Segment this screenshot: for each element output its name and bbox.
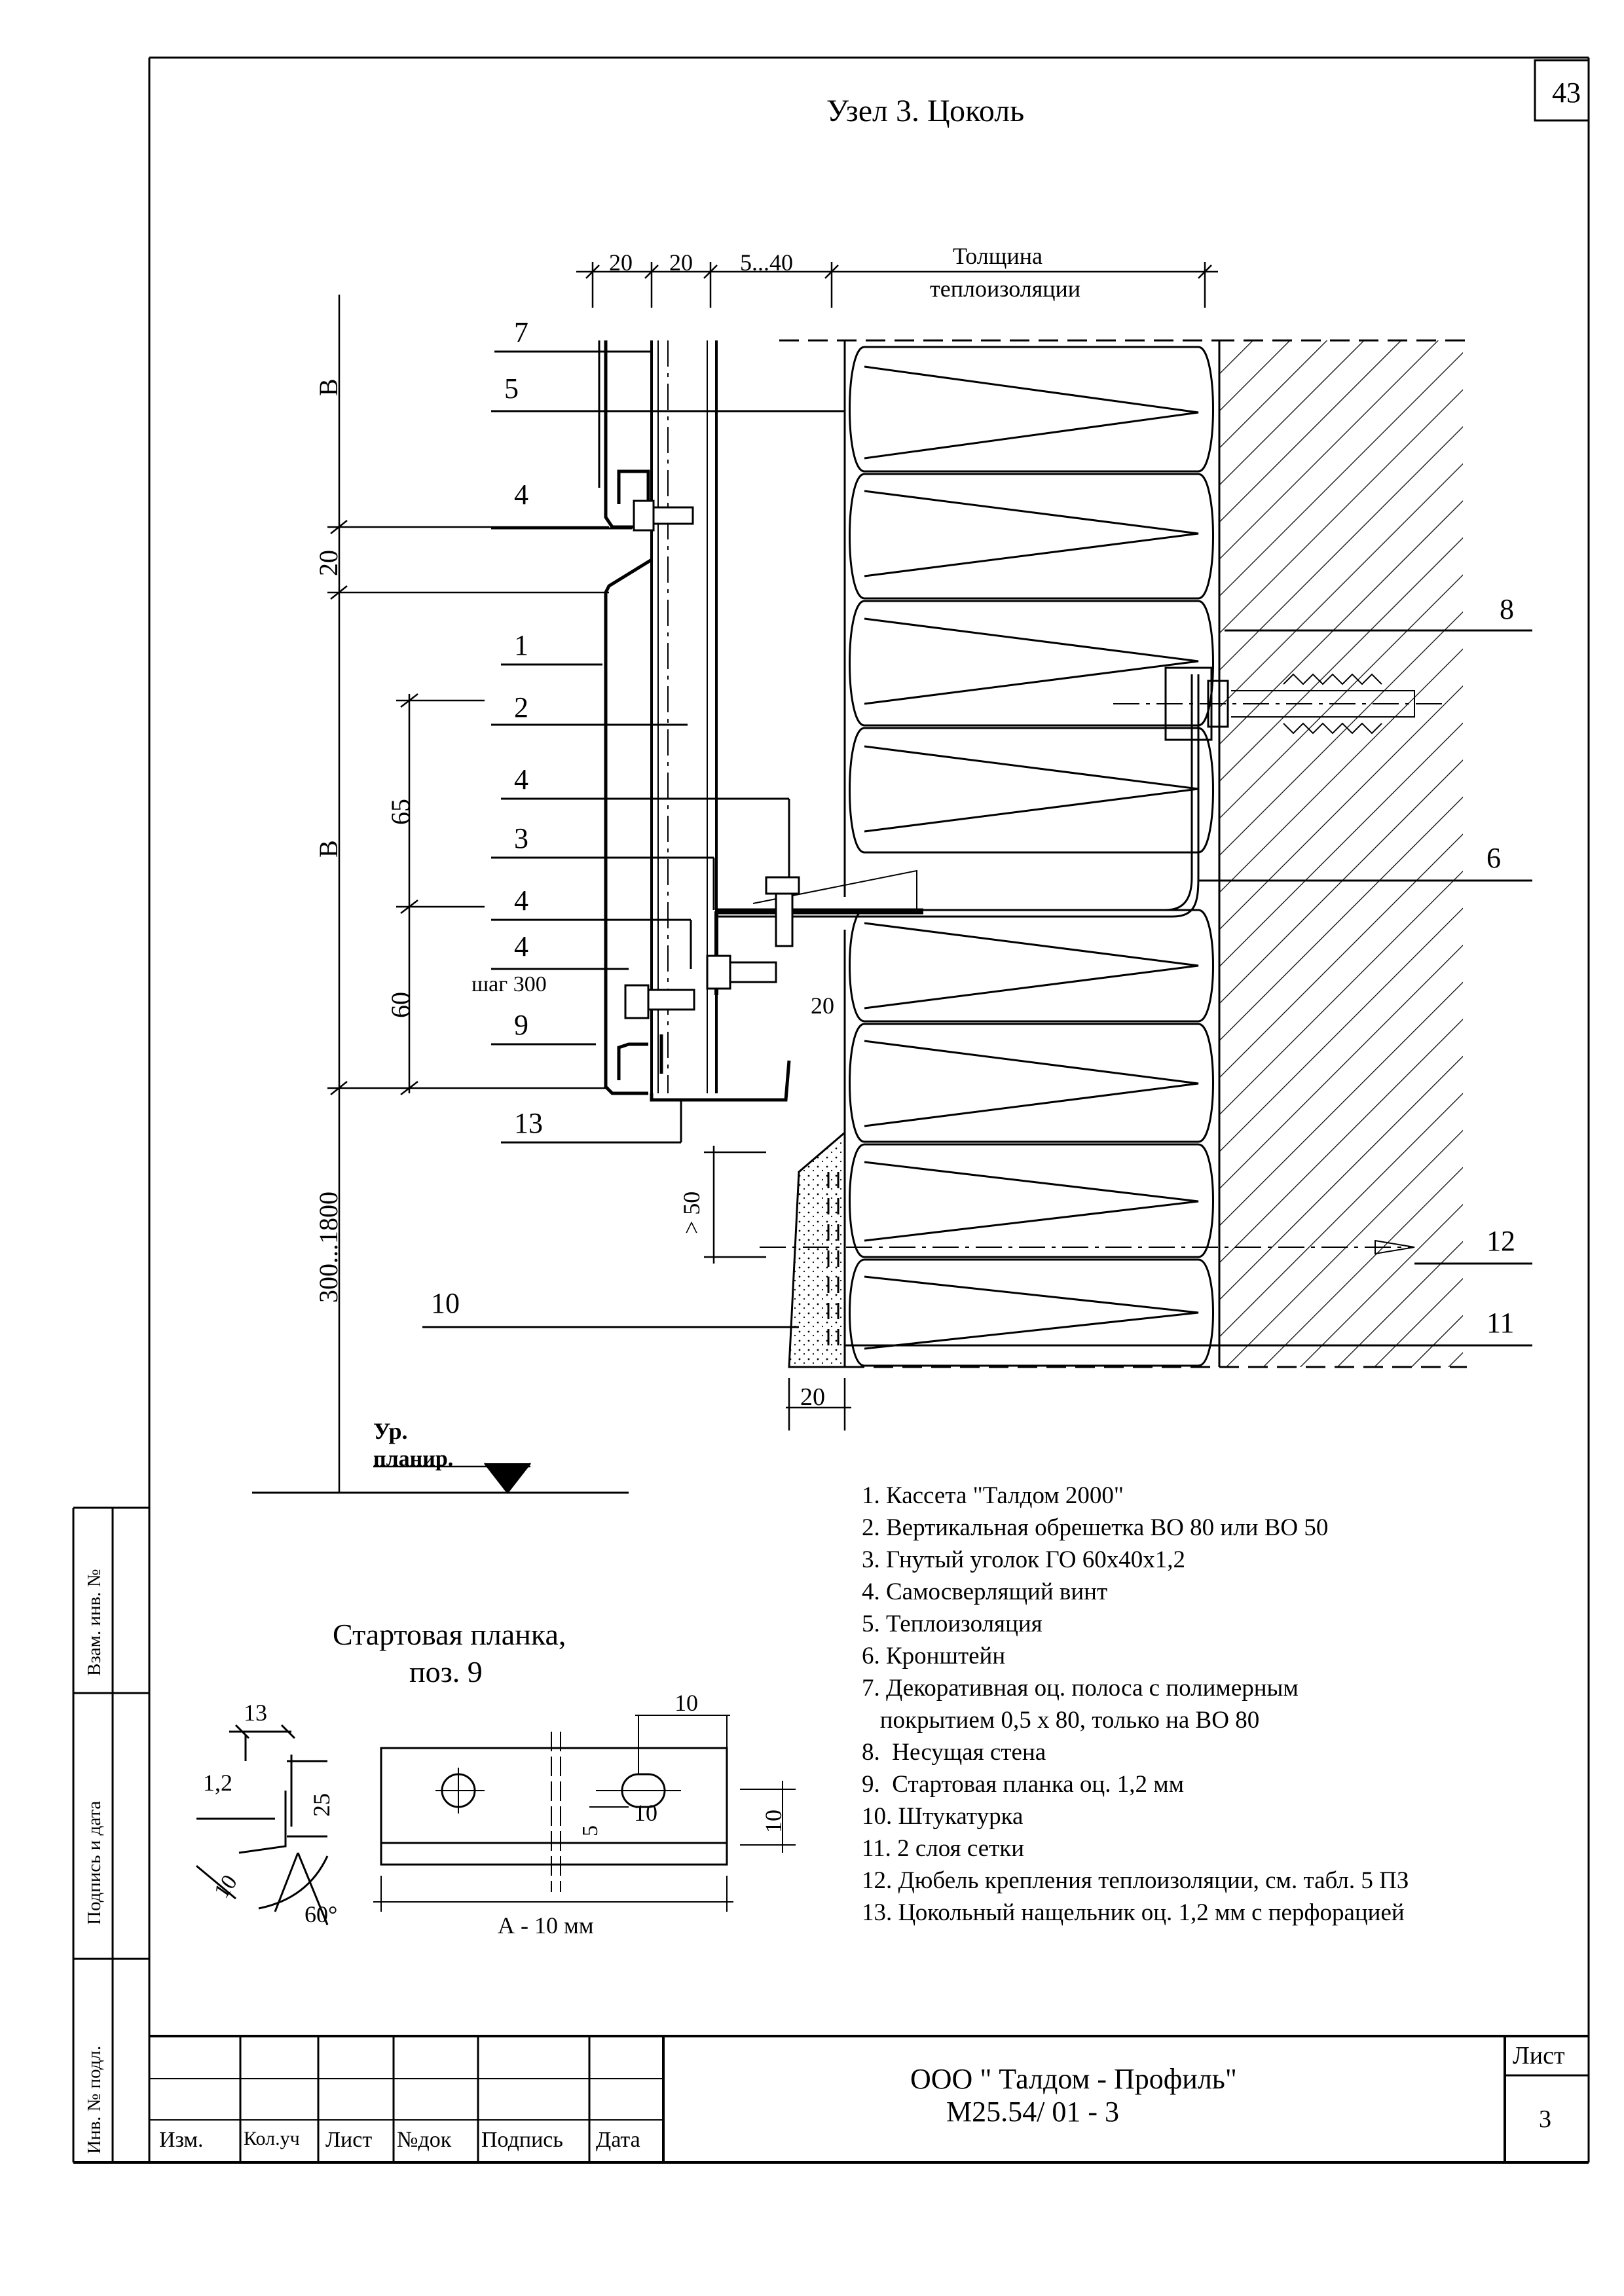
bearing-wall [1218,340,1463,1367]
screw-bracket [765,876,800,947]
tb-col-date: Дата [596,2128,640,2152]
drawing-title: Узел 3. Цоколь [826,94,1025,128]
start-plank-section [196,1724,329,1925]
plank-dim-right-10: 10 [760,1810,786,1833]
plank-dim-slot-10: 10 [634,1800,657,1826]
dim-top-3: 5...40 [740,249,793,276]
plank-dim-top-10: 10 [674,1690,698,1716]
callout-7: 7 [514,316,528,348]
callout-6: 6 [1486,842,1501,874]
legend-item: 5. Теплоизоляция [862,1611,1043,1637]
dim-300-1800: 300...1800 [314,1192,343,1303]
legend-item: 2. Вертикальная обрешетка ВО 80 или ВО 5… [862,1514,1329,1541]
screw-top [633,500,694,532]
dim-top-1: 20 [609,249,633,276]
page-number: 43 [1552,77,1581,109]
tb-doc-code: М25.54/ 01 - 3 [946,2096,1119,2128]
stamp-replace-inv: Взам. инв. № [84,1569,105,1676]
leader-lines [422,350,1532,1347]
tb-sheet-label: Лист [1513,2042,1565,2069]
sheet-frame [73,56,1590,2164]
legend-item: 6. Кронштейн [862,1643,1006,1669]
legend-item: 10. Штукатурка [862,1803,1024,1830]
callout-1: 1 [514,629,528,661]
dim-65: 65 [386,799,415,825]
legend-item: 8. Несущая стена [862,1739,1046,1766]
plaster-layer [788,1130,846,1368]
step-300-label: шаг 300 [471,972,547,996]
thickness-label-1: Толщина [953,243,1043,269]
tb-company: ООО " Талдом - Профиль" [910,2063,1237,2095]
legend-item: 1. Кассета "Талдом 2000" [862,1482,1124,1509]
stamp-original-inv: Инв. № подл. [84,2045,105,2154]
legend-item: 11. 2 слоя сетки [862,1835,1025,1862]
plaster-dimension [704,1146,851,1430]
dim-60: 60 [386,992,415,1018]
callout-5: 5 [504,373,519,405]
left-vertical-dimension [252,295,629,1495]
legend-item: 4. Самосверлящий винт [862,1578,1108,1605]
dim-gt-50: > 50 [678,1191,705,1234]
plank-dim-13: 13 [244,1700,267,1726]
callout-9: 9 [514,1009,528,1041]
callout-2: 2 [514,691,528,723]
level-label-2: планир. [373,1447,454,1471]
dim-20-plaster: 20 [800,1383,825,1411]
dim-b-middle: В [314,840,343,858]
screw-bottom-2 [706,955,777,990]
legend-item: 3. Гнутый уголок ГО 60х40х1,2 [862,1546,1186,1573]
dim-20-left: 20 [314,550,343,576]
tb-sheet-number: 3 [1539,2105,1551,2133]
top-dimension [576,262,1218,308]
plank-dim-width: А - 10 мм [498,1912,594,1939]
legend-item: 12. Дюбель крепления теплоизоляции, см. … [862,1867,1409,1894]
start-plank-title: Стартовая планка, [333,1618,566,1651]
level-label-1: Ур. [373,1418,408,1444]
callout-3: 3 [514,822,528,854]
legend-item: 7. Декоративная оц. полоса с полимерным [862,1675,1299,1702]
dim-top-2: 20 [669,249,693,276]
plank-dim-1-2: 1,2 [203,1770,232,1796]
callout-4-b: 4 [514,930,528,962]
plank-dim-25: 25 [308,1793,335,1817]
legend-item: 13. Цокольный нащельник оц. 1,2 мм с пер… [862,1899,1405,1926]
legend-item: 9. Стартовая планка оц. 1,2 мм [862,1771,1185,1798]
plank-dim-60-deg: 60° [304,1901,338,1927]
start-plank-front [373,1715,796,1912]
thermal-insulation [843,340,1214,1367]
tb-col-signature: Подпись [481,2128,563,2152]
callout-13: 13 [514,1107,543,1139]
tb-col-change: Изм. [159,2128,204,2152]
tb-col-count: Кол.уч [244,2128,300,2149]
legend-list: 1. Кассета "Талдом 2000" 2. Вертикальная… [862,1480,1589,1929]
callout-11: 11 [1486,1307,1515,1339]
callout-12: 12 [1486,1225,1515,1257]
side-stamp-frame [72,1506,149,2162]
screw-bottom-1 [624,984,695,1019]
start-plank-position: поз. 9 [409,1655,483,1688]
title-block-frame [149,2035,1589,2162]
tb-col-sheet: Лист [325,2128,373,2152]
legend-item: покрытием 0,5 х 80, только на ВО 80 [862,1707,1260,1734]
callout-8: 8 [1500,593,1514,625]
tb-col-docnum: №док [397,2128,452,2152]
callout-10: 10 [431,1287,460,1319]
callout-4-top: 4 [514,479,528,511]
dim-b-top: В [314,378,343,396]
plank-dim-slot-5: 5 [578,1825,602,1836]
callout-4-bracket: 4 [514,763,528,795]
dim-20-bracket: 20 [811,993,834,1019]
callout-4-a: 4 [514,884,528,917]
stamp-signature-date: Подпись и дата [84,1800,105,1925]
thickness-label-2: теплоизоляции [930,276,1081,302]
